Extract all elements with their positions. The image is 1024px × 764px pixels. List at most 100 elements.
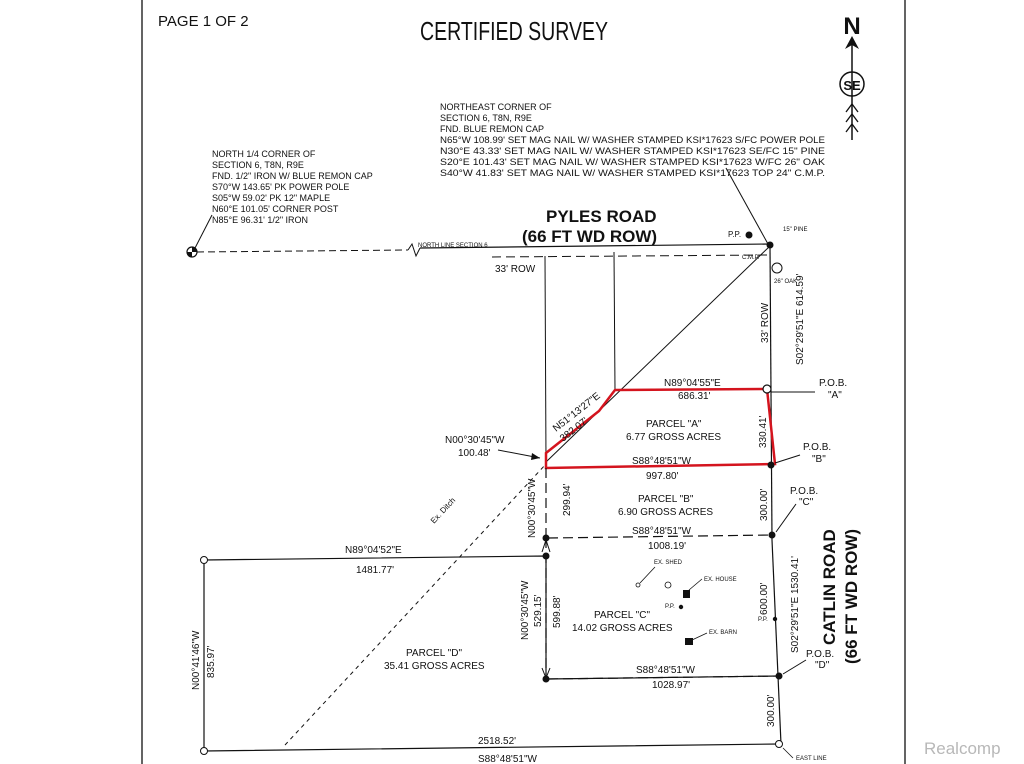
pob-b-label: P.O.B. (803, 442, 831, 453)
compass-se: SE (843, 78, 861, 93)
north-quarter-note: NORTH 1/4 CORNER OF SECTION 6, T8N, R9E … (212, 149, 373, 225)
parcel-d-area: 35.41 GROSS ACRES (384, 661, 485, 672)
parcel-c-area: 14.02 GROSS ACRES (572, 623, 673, 634)
nq-note-line: N60°E 101.05' CORNER POST (212, 204, 339, 214)
parcel-b-north-dist: 997.80' (646, 471, 679, 482)
pob-b-letter: "B" (812, 454, 826, 465)
pp-label: P.P. (728, 230, 741, 239)
pob-a-letter: "A" (828, 390, 842, 401)
parcel-d-se-corner (775, 740, 783, 748)
east-bearing-upper: S02°29'51"E 614.59' (795, 273, 806, 365)
parcel-b-west-dist: 299.94' (562, 483, 573, 516)
oak-tree-icon (771, 262, 783, 274)
parcel-c-east-dist: 600.00' (759, 582, 770, 615)
pp-house-label: P.P. (665, 604, 675, 610)
parcel-b-west-bearing: N00°30'45"W (527, 478, 538, 538)
pyles-road-name: PYLES ROAD (546, 207, 657, 226)
realcomp-watermark: Realcomp (924, 739, 1001, 758)
nq-note-line: NORTH 1/4 CORNER OF (212, 149, 316, 159)
parcel-d-top-bearing: N89°04'52"E (345, 545, 402, 556)
tie-line-mid (613, 251, 616, 391)
east-line-upper (769, 245, 773, 541)
parcel-a-east-dist: 330.41' (758, 415, 769, 448)
ne-note-line: N65°W 108.99' SET MAG NAIL W/ WASHER STA… (440, 135, 825, 145)
parcel-a-boundary (544, 387, 777, 470)
parcel-b-east-dist: 300.00' (759, 488, 770, 521)
parcel-d-nw-corner (200, 556, 208, 564)
north-section-line (196, 249, 409, 253)
pob-c-marker (768, 531, 776, 539)
ex-house-label: EX. HOUSE (704, 577, 737, 583)
pob-a-label: P.O.B. (819, 378, 847, 389)
south-row-line (491, 254, 769, 258)
house-icon (683, 590, 690, 598)
nq-leader-line (193, 214, 213, 251)
parcel-a-west-dist: 100.48' (458, 448, 491, 459)
pob-d-letter: "D" (815, 660, 830, 671)
parcel-a-name: PARCEL "A" (646, 419, 702, 430)
parcel-d-name: PARCEL "D" (406, 648, 462, 659)
parcel-a-west-bearing: N00°30'45"W (445, 435, 505, 446)
nq-note-line: S70°W 143.65' PK POWER POLE (212, 182, 349, 192)
parcel-c-north-dist: 1008.19' (648, 541, 686, 552)
parcel-c-south-bearing: S88°48'51"W (636, 665, 695, 676)
catlin-road-row: (66 FT WD ROW) (842, 529, 861, 664)
parcel-b-north-bearing: S88°48'51"W (632, 456, 691, 467)
pob-a-marker (762, 384, 772, 394)
shed-icon (635, 582, 641, 588)
ne-note-line: NORTHEAST CORNER OF (440, 102, 552, 112)
ne-note-line: N30°E 43.33' SET MAG NAIL W/ WASHER STAM… (440, 146, 825, 156)
parcel-c-east-bearing: S02°29'51"E 1530.41' (790, 556, 801, 653)
east-line-label: EAST LINE (796, 756, 827, 762)
pp-east-label: P.P. (758, 617, 768, 623)
ne-leader-line (725, 167, 769, 245)
pob-b-marker (767, 461, 775, 469)
survey-title: CERTIFIED SURVEY (420, 16, 608, 46)
ditch-line (284, 463, 547, 746)
parcel-d-bottom-dist: 2518.52' (478, 736, 516, 747)
parcel-d-west-dist: 835.97' (206, 645, 217, 678)
parcel-d-ne-corner (542, 552, 550, 560)
north-line-label: NORTH LINE SECTION 6 (418, 243, 488, 249)
barn-icon (685, 638, 693, 645)
ex-shed-label: EX. SHED (654, 560, 683, 566)
power-pole-east-icon (772, 616, 778, 622)
tie-line-diagonal (545, 245, 771, 463)
nq-note-line: SECTION 6, T8N, R9E (212, 160, 304, 170)
parcel-b-south-line (547, 534, 773, 539)
parcel-c-south-dist: 1028.97' (652, 680, 690, 691)
ne-note-line: S20°E 101.43' SET MAG NAIL W/ WASHER STA… (440, 157, 825, 167)
power-pole-icon (745, 231, 753, 239)
ne-note-line: FND. BLUE REMON CAP (440, 124, 544, 134)
parcel-d-west-bearing: N00°41'46"W (191, 630, 202, 690)
quarter-corner-monument-icon (186, 246, 198, 258)
parcel-d-east-dist: 300.00' (766, 694, 777, 727)
compass-north: N (843, 13, 860, 40)
pine-label: 15" PINE (783, 227, 807, 233)
ne-corner-note: NORTHEAST CORNER OF SECTION 6, T8N, R9E … (440, 102, 825, 178)
parcel-c-west-total: 599.88' (552, 595, 563, 628)
east-line-lower (771, 539, 782, 745)
ditch-label: Ex. Ditch (429, 496, 457, 526)
ex-barn-label: EX. BARN (709, 630, 737, 636)
east-row-label: 33' ROW (760, 302, 771, 343)
parcel-d-boundary (203, 555, 780, 752)
parcel-c-north-bearing: S88°48'51"W (632, 526, 691, 537)
cmp-label: C.M.P. (742, 255, 760, 261)
well-icon (664, 581, 672, 589)
ne-note-line: S40°W 41.83' SET MAG NAIL W/ WASHER STAM… (440, 168, 825, 178)
parcel-b-area: 6.90 GROSS ACRES (618, 507, 713, 518)
nq-note-line: S05°W 59.02' PK 12" MAPLE (212, 193, 330, 203)
page-frame (141, 0, 906, 764)
parcel-c-name: PARCEL "C" (594, 610, 650, 621)
ne-corner-monument-icon (766, 241, 774, 249)
pyles-road-row: (66 FT WD ROW) (522, 227, 657, 246)
pob-c-label: P.O.B. (790, 486, 818, 497)
parcel-a-top-bearing: N89°04'55"E (664, 378, 721, 389)
north-arrow-icon: N SE (839, 13, 865, 140)
nq-note-line: N85°E 96.31' 1/2" IRON (212, 215, 308, 225)
page-number: PAGE 1 OF 2 (158, 13, 249, 30)
tie-line-west (544, 255, 547, 463)
